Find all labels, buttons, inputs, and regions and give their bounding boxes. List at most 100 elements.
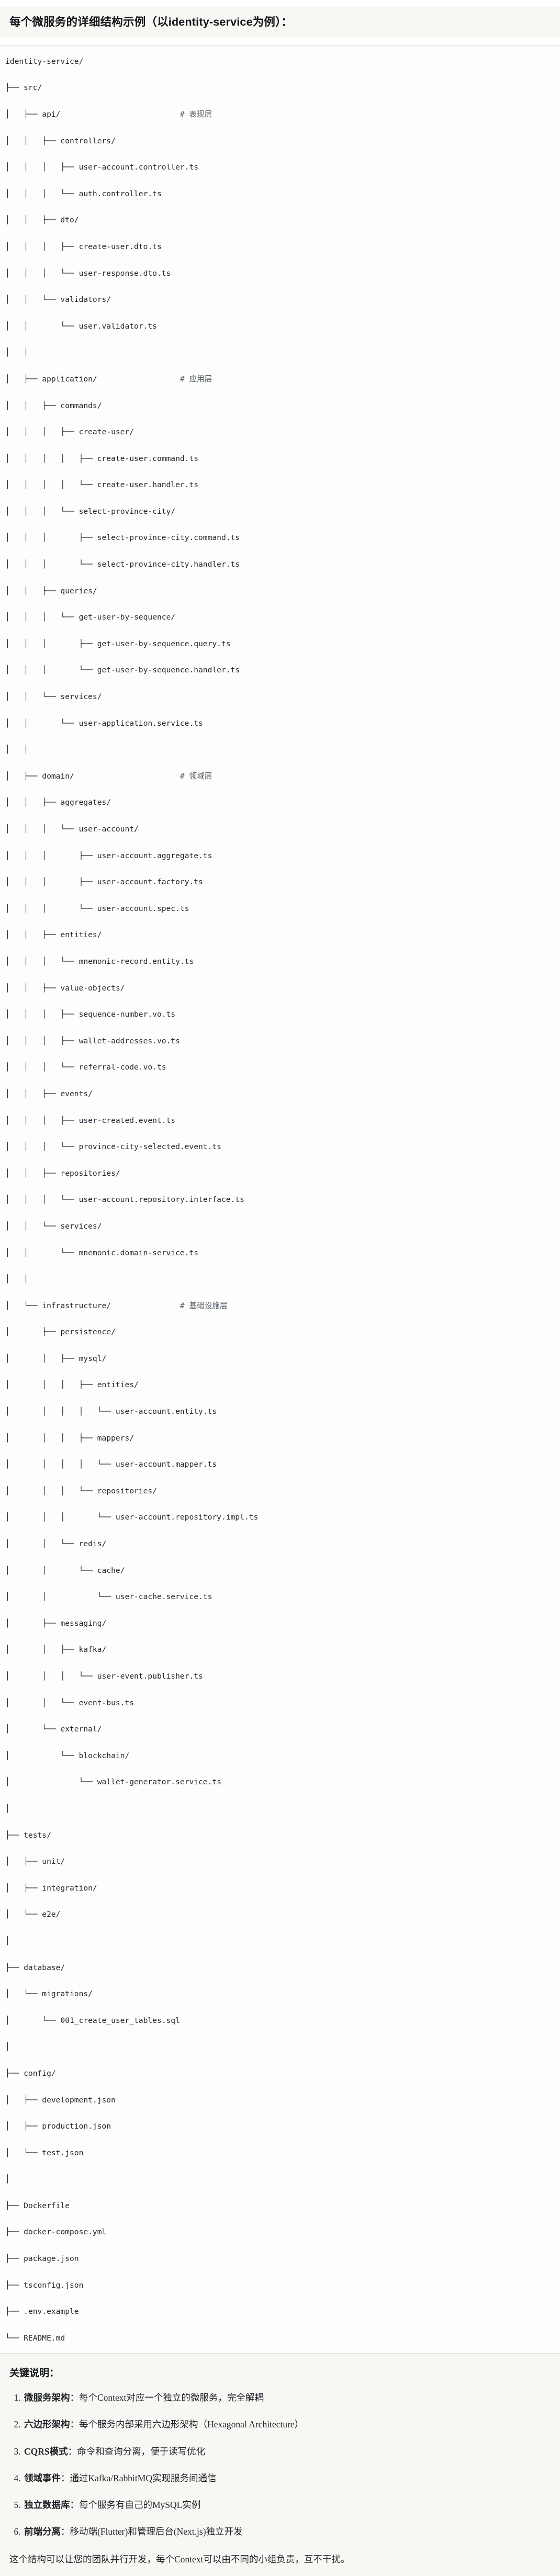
tree-line: │ │ │ └── auth.controller.ts [5,189,162,198]
tree-line: ├── Dockerfile [5,2201,70,2210]
tree-line: ├── src/ [5,83,42,93]
tree-line: │ [5,2042,10,2052]
tree-line: │ └── blockchain/ [5,1751,130,1760]
closing-paragraph: 这个结构可以让您的团队并行开发，每个Context可以由不同的小组负责，互不干扰… [9,2553,350,2564]
key-note-body: ：通过Kafka/RabbitMQ实现服务间通信 [61,2472,217,2483]
tree-line: │ │ └── mnemonic.domain-service.ts [5,1248,199,1257]
tree-line: │ │ │ ├── get-user-by-sequence.query.ts [5,639,231,648]
tree-line: │ └── external/ [5,1725,102,1734]
key-notes-heading: 关键说明： [9,2368,60,2379]
key-note-item: 独立数据库：每个服务有自己的MySQL实例 [23,2498,551,2512]
tree-line: ├── tests/ [5,1830,51,1840]
tree-line: │ │ ├── events/ [5,1089,93,1098]
key-note-term: 微服务架构 [24,2392,70,2403]
tree-line: │ │ │ │ └── create-user.handler.ts [5,480,199,490]
tree-line: │ └── infrastructure/ # 基础设施层 [5,1299,560,1312]
tree-line: │ │ │ ├── user-account.factory.ts [5,878,203,887]
tree-line: │ │ ├── dto/ [5,216,79,225]
tree-line: │ │ ├── repositories/ [5,1168,120,1178]
key-note-body: ：命令和查询分离，便于读写优化 [68,2446,206,2457]
key-note-term: 独立数据库 [24,2500,70,2511]
tree-line: │ │ │ ├── mappers/ [5,1433,135,1443]
document-page: 每个微服务的详细结构示例（以identity-service为例）： ident… [0,7,560,2576]
tree-line: │ │ └── services/ [5,692,102,702]
tree-line: │ │ │ └── user-response.dto.ts [5,268,171,278]
tree-line: └── README.md [5,2333,65,2343]
tree-line: │ │ │ └── user-account.repository.impl.t… [5,1513,259,1522]
tree-line: │ │ [5,1275,28,1284]
tree-line: │ ├── persistence/ [5,1328,116,1337]
tree-line: │ │ └── validators/ [5,295,111,305]
tree-line: │ │ │ └── select-province-city/ [5,507,176,516]
key-note-term: 前端分离 [24,2526,61,2537]
tree-line: │ │ ├── aggregates/ [5,798,111,807]
tree-line: │ │ │ ├── user-account.aggregate.ts [5,851,212,860]
tree-line: │ │ │ └── user-account.spec.ts [5,904,189,913]
tree-line: │ │ │ └── get-user-by-sequence/ [5,613,176,622]
key-note-item: CQRS模式：命令和查询分离，便于读写优化 [23,2445,551,2458]
tree-line: │ ├── api/ # 表现层 [5,108,560,121]
key-note-body: ：移动端(Flutter)和管理后台(Next.js)独立开发 [61,2526,243,2537]
key-note-body: ：每个服务有自己的MySQL实例 [70,2500,201,2511]
tree-line: │ │ └── user-cache.service.ts [5,1592,212,1602]
tree-line: ├── docker-compose.yml [5,2228,107,2237]
tree-line: ├── package.json [5,2254,79,2264]
tree-line: ├── config/ [5,2068,56,2078]
tree-line: │ │ │ └── repositories/ [5,1486,157,1495]
directory-tree-code-block: identity-service/ ├── src/ │ ├── api/ # … [0,45,560,2354]
tree-entry-comment: # 基础设施层 [180,1301,228,1310]
tree-line: │ │ [5,348,28,357]
tree-line: │ │ │ ├── select-province-city.command.t… [5,533,240,543]
tree-line: │ │ [5,745,28,755]
tree-line: │ │ ├── kafka/ [5,1645,107,1655]
tree-line: │ │ └── cache/ [5,1566,125,1575]
tree-entry-path: │ └── infrastructure/ [5,1301,180,1310]
tree-line: │ │ ├── value-objects/ [5,983,125,993]
tree-line: │ │ └── user.validator.ts [5,321,157,331]
title-divider [0,44,560,46]
tree-line: │ ├── messaging/ [5,1618,107,1628]
tree-line: │ └── wallet-generator.service.ts [5,1778,221,1787]
tree-line: │ │ │ ├── user-created.event.ts [5,1116,176,1125]
key-notes-list: 微服务架构：每个Context对应一个独立的微服务，完全解耦六边形架构：每个服务… [9,2391,551,2539]
key-note-term: 六边形架构 [24,2419,70,2430]
tree-line: │ └── test.json [5,2148,84,2157]
tree-entry-path: │ ├── api/ [5,109,180,119]
tree-line: │ │ ├── entities/ [5,930,102,940]
tree-line: │ │ ├── queries/ [5,586,97,595]
tree-line: │ │ │ └── user-account/ [5,825,139,834]
tree-entry-comment: # 表现层 [180,109,212,119]
tree-line: │ │ │ └── user-event.publisher.ts [5,1672,203,1681]
tree-line: │ └── migrations/ [5,1989,93,1999]
tree-line: │ │ │ │ └── user-account.mapper.ts [5,1460,217,1469]
tree-entry-comment: # 领域层 [180,771,212,781]
page-title: 每个微服务的详细结构示例（以identity-service为例）： [0,7,560,38]
key-note-term: 领域事件 [24,2472,61,2483]
tree-line: │ │ └── services/ [5,1221,102,1231]
tree-line: identity-service/ [5,57,84,66]
tree-line: │ │ │ ├── create-user.dto.ts [5,242,162,251]
tree-line: │ │ │ ├── create-user/ [5,428,135,437]
tree-line: │ │ ├── commands/ [5,401,102,410]
tree-line: ├── .env.example [5,2307,79,2316]
key-note-body: ：每个服务内部采用六边形架构（Hexagonal Architecture） [70,2419,304,2430]
tree-line: │ │ │ ├── entities/ [5,1380,139,1390]
tree-line: │ │ ├── mysql/ [5,1354,107,1363]
tree-line: │ ├── production.json [5,2122,111,2131]
tree-line: │ ├── application/ # 应用层 [5,373,560,386]
tree-line: │ │ │ └── select-province-city.handler.t… [5,560,240,569]
tree-line: ├── database/ [5,1963,65,1972]
tree-entry-comment: # 应用层 [180,374,212,384]
tree-line: │ └── 001_create_user_tables.sql [5,2016,180,2025]
tree-line: │ │ │ ├── user-account.controller.ts [5,163,199,172]
tree-entry-path: │ ├── application/ [5,374,180,384]
tree-line: │ │ │ └── province-city-selected.event.t… [5,1142,221,1152]
tree-line: │ │ │ └── user-account.repository.interf… [5,1195,244,1205]
key-note-term: CQRS模式 [24,2446,68,2457]
key-note-item: 六边形架构：每个服务内部采用六边形架构（Hexagonal Architectu… [23,2417,551,2431]
tree-line: │ ├── development.json [5,2095,116,2105]
key-note-item: 前端分离：移动端(Flutter)和管理后台(Next.js)独立开发 [23,2525,551,2538]
tree-line: │ [5,1936,10,1945]
tree-line: │ ├── integration/ [5,1883,97,1893]
tree-entry-path: │ ├── domain/ [5,771,180,781]
